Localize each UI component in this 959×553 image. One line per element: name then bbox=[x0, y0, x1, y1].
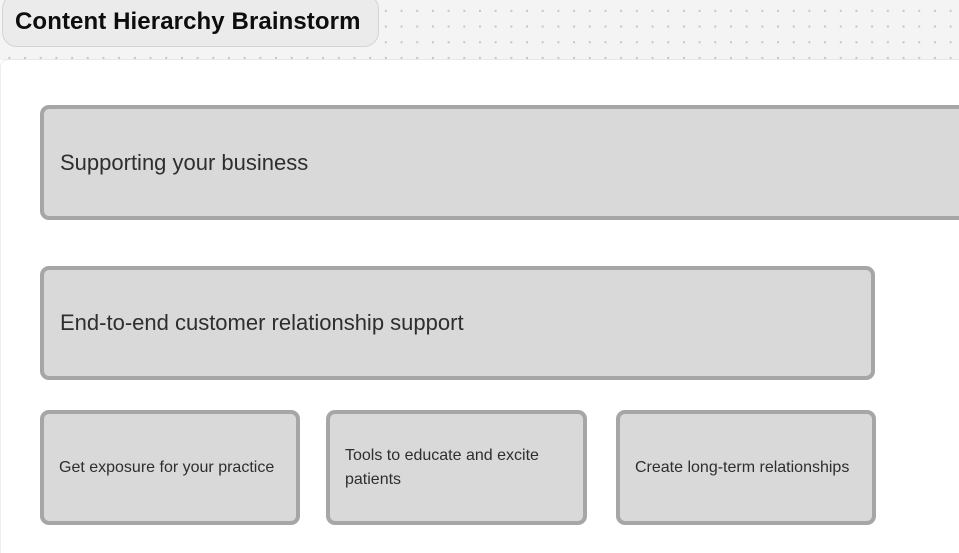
node-level3-educate[interactable]: Tools to educate and excite patients bbox=[326, 410, 587, 525]
node-level3-exposure[interactable]: Get exposure for your practice bbox=[40, 410, 300, 525]
section-title-pill[interactable]: Content Hierarchy Brainstorm bbox=[2, 0, 379, 47]
node-label: Get exposure for your practice bbox=[59, 458, 275, 476]
section-title-label: Content Hierarchy Brainstorm bbox=[15, 8, 361, 35]
node-label: Supporting your business bbox=[60, 149, 309, 175]
node-level1-supporting-business[interactable]: Supporting your business bbox=[40, 105, 959, 220]
node-level3-relationships[interactable]: Create long-term relationships bbox=[616, 410, 876, 525]
node-label: End-to-end customer relationship support bbox=[60, 310, 464, 335]
node-label: Tools to educate and excite patients bbox=[345, 446, 539, 488]
node-level2-customer-relationship[interactable]: End-to-end customer relationship support bbox=[40, 266, 875, 380]
node-label: Create long-term relationships bbox=[635, 458, 850, 476]
